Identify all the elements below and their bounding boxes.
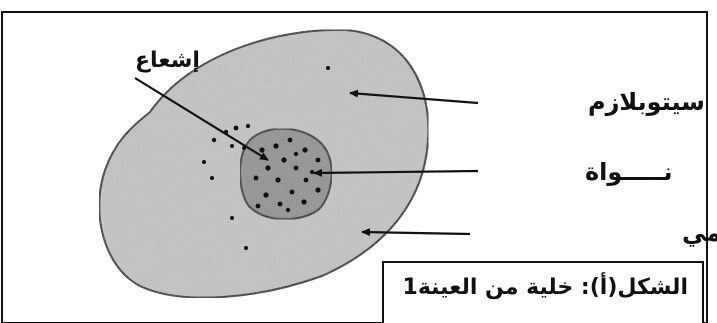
label-membrane: غشاء سيتوبلازمي: [682, 219, 717, 247]
figure-caption: الشكل(أ): خلية من العينة1: [402, 275, 688, 300]
caption-box: الشكل(أ): خلية من العينة1: [382, 261, 704, 323]
label-nucleus: نـــــواة: [585, 158, 672, 186]
label-radiation: إشعاع: [135, 48, 200, 73]
nucleus-pointer: [313, 168, 479, 177]
label-cytoplasm: سيتوبلازم: [588, 88, 705, 116]
figure-frame: [1, 11, 708, 323]
membrane-pointer: [361, 228, 471, 237]
radiation-pointer: [134, 77, 269, 161]
cytoplasm-pointer: [349, 89, 479, 105]
